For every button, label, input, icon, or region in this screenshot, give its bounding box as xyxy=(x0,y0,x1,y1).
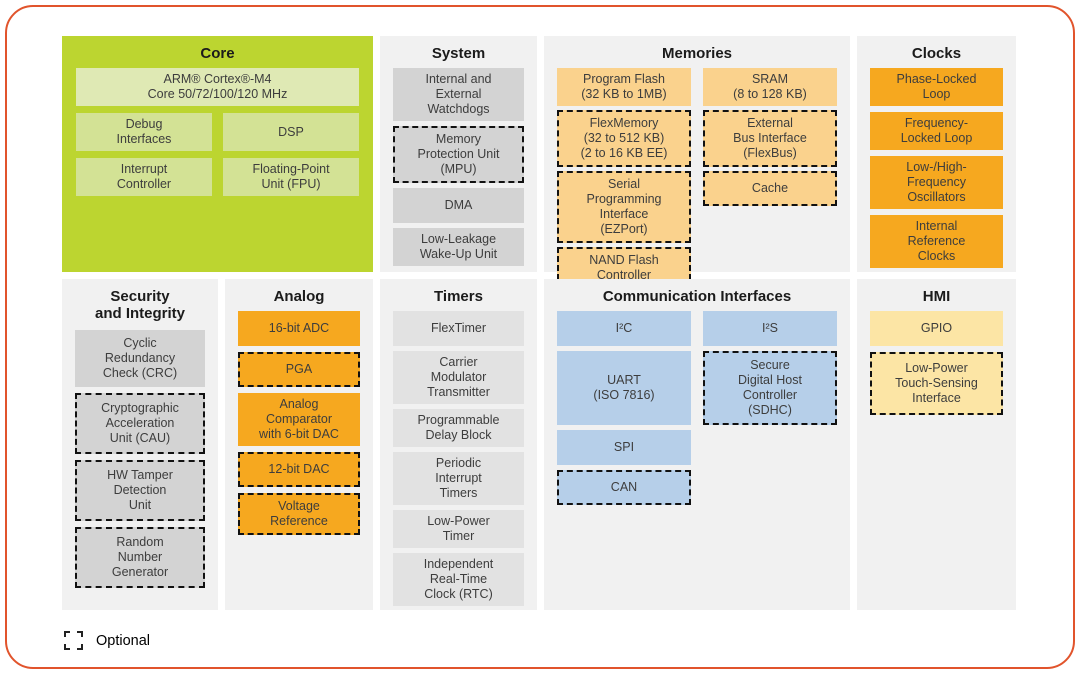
communication-blocks: I²C I²S UART (ISO 7816)Secure Digital Host… xyxy=(544,311,850,505)
block-debug: Debug Interfaces xyxy=(76,113,212,151)
block-carrier: Carrier Modulator Transmitter xyxy=(393,351,524,404)
block-gpio: GPIO xyxy=(870,311,1003,346)
block-cyclic: Cyclic Redundancy Check (CRC) xyxy=(75,330,205,387)
section-title-memories: Memories xyxy=(661,45,733,62)
block-sram: SRAM (8 to 128 KB) xyxy=(703,68,837,106)
section-title-analog: Analog xyxy=(273,288,325,305)
section-communication-interfaces: Communication Interfaces I²C I²S UART (ISO… xyxy=(544,279,850,610)
block-random: Random Number Generator xyxy=(75,527,205,588)
section-title-hmi: HMI xyxy=(922,288,951,305)
block-cryptographic: Cryptographic Acceleration Unit (CAU) xyxy=(75,393,205,454)
block-internal-and: Internal and External Watchdogs xyxy=(393,68,524,121)
optional-dashed-box-icon xyxy=(64,631,83,650)
block-periodic: Periodic Interrupt Timers xyxy=(393,452,524,505)
block-internal: Internal Reference Clocks xyxy=(870,215,1003,268)
section-title-clocks: Clocks xyxy=(911,45,962,62)
block-external: External Bus Interface (FlexBus) xyxy=(703,110,837,167)
security-blocks: Cyclic Redundancy Check (CRC) Cryptograph… xyxy=(62,330,218,588)
block-low-leakage: Low-Leakage Wake-Up Unit xyxy=(393,228,524,266)
block-dma: DMA xyxy=(393,188,524,223)
block-program-flash: Program Flash (32 KB to 1MB) xyxy=(557,68,691,106)
block-phase-locked: Phase-Locked Loop xyxy=(870,68,1003,106)
block-spi: SPI xyxy=(557,430,691,465)
section-title-communication: Communication Interfaces xyxy=(602,288,792,305)
block-serial: Serial Programming Interface (EZPort) xyxy=(557,171,691,243)
section-title-security: Security and Integrity xyxy=(94,288,185,322)
block-hw-tamper: HW Tamper Detection Unit xyxy=(75,460,205,521)
block-memory: Memory Protection Unit (MPU) xyxy=(393,126,524,183)
legend: Optional xyxy=(64,631,150,650)
section-title-system: System xyxy=(431,45,486,62)
memories-blocks: Program Flash (32 KB to 1MB) SRAM (8 to 1… xyxy=(544,68,850,289)
block-programmable: Programmable Delay Block xyxy=(393,409,524,447)
block-can: CAN xyxy=(557,470,691,505)
diagram-board: Core ARM® Cortex®-M4 Core 50/72/100/120 … xyxy=(62,36,1016,610)
block-floating-point: Floating-Point Unit (FPU) xyxy=(223,158,359,196)
block-flextimer: FlexTimer xyxy=(393,311,524,346)
block-cache: Cache xyxy=(703,171,837,206)
section-core: Core ARM® Cortex®-M4 Core 50/72/100/120 … xyxy=(62,36,373,272)
section-memories: Memories Program Flash (32 KB to 1MB) SRA… xyxy=(544,36,850,289)
section-hmi: HMI GPIO Low-Power Touch-Sensing Interfac… xyxy=(857,279,1016,610)
block-i-s: I²S xyxy=(703,311,837,346)
block-secure: Secure Digital Host Controller (SDHC) xyxy=(703,351,837,425)
section-security-and-integrity: Security and Integrity Cyclic Redundancy… xyxy=(62,279,218,610)
block-low-power: Low-Power Touch-Sensing Interface xyxy=(870,352,1003,415)
block-arm-cortex-m4: ARM® Cortex®-M4 Core 50/72/100/120 MHz xyxy=(76,68,359,106)
section-title-core: Core xyxy=(200,45,235,62)
analog-blocks: 16-bit ADC PGA Analog Comparator with 6-bi… xyxy=(225,311,373,535)
legend-label: Optional xyxy=(96,632,151,649)
block-flexmemory: FlexMemory (32 to 512 KB) (2 to 16 KB EE… xyxy=(557,110,691,167)
block-pga: PGA xyxy=(238,352,360,387)
block-interrupt: Interrupt Controller xyxy=(76,158,212,196)
block-frequency: Frequency- Locked Loop xyxy=(870,112,1003,150)
block-16-bit-adc: 16-bit ADC xyxy=(238,311,360,346)
section-title-timers: Timers xyxy=(434,288,483,305)
block-independent: Independent Real-Time Clock (RTC) xyxy=(393,553,524,606)
section-analog: Analog 16-bit ADC PGA Analog Comparator wi… xyxy=(225,279,373,610)
block-12-bit-dac: 12-bit DAC xyxy=(238,452,360,487)
block-low-power: Low-Power Timer xyxy=(393,510,524,548)
block-analog: Analog Comparator with 6-bit DAC xyxy=(238,393,360,446)
block-dsp: DSP xyxy=(223,113,359,151)
block-voltage: Voltage Reference xyxy=(238,493,360,535)
block-low-high: Low-/High- Frequency Oscillators xyxy=(870,156,1003,209)
block-i-c: I²C xyxy=(557,311,691,346)
hmi-blocks: GPIO Low-Power Touch-Sensing Interface xyxy=(857,311,1016,415)
block-uart: UART (ISO 7816) xyxy=(557,351,691,425)
